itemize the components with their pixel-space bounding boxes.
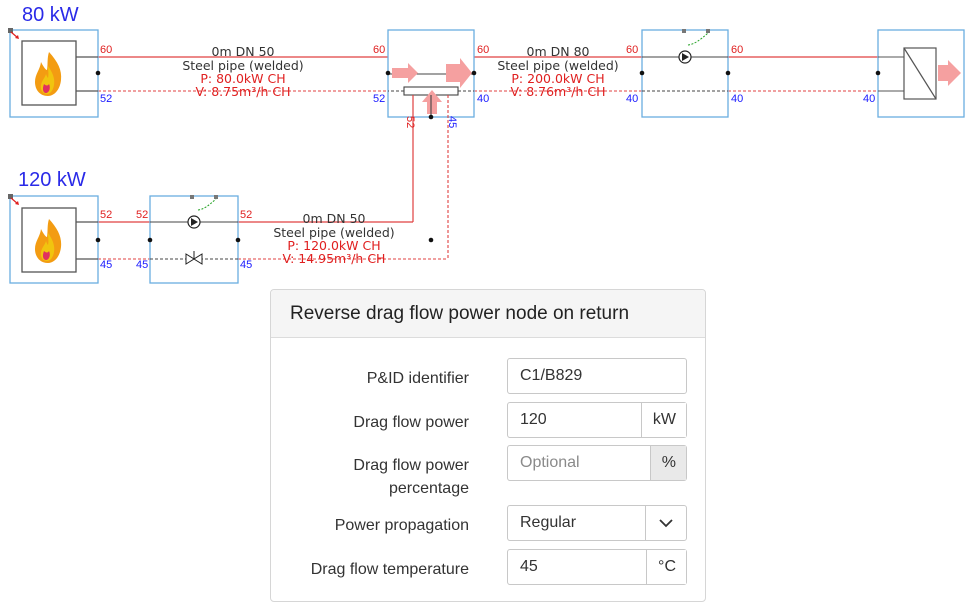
pump-icon [678, 50, 692, 64]
drag-flow-temperature-label: Drag flow temperature [310, 561, 469, 578]
svg-text:40: 40 [477, 93, 489, 105]
pid-identifier-input[interactable]: C1/B829 [507, 358, 687, 394]
flame-icon [35, 219, 62, 263]
pipe1-type: Steel pipe (welded) [182, 58, 303, 73]
consumer-component[interactable] [877, 29, 965, 118]
junction-dots [95, 70, 881, 243]
pipe2-length: 0m DN 80 [527, 44, 590, 59]
svg-text:52: 52 [373, 93, 385, 105]
flow-arrow-icon [392, 63, 418, 83]
svg-text:60: 60 [100, 44, 112, 56]
pipe3-type: Steel pipe (welded) [273, 225, 394, 240]
connector-icon [8, 28, 19, 39]
flow-arrow-icon [938, 60, 961, 86]
drag-flow-power-input[interactable]: 120 kW [507, 402, 687, 438]
percent-unit: % [649, 446, 686, 480]
boiler-1[interactable] [8, 28, 99, 118]
boiler2-power-label[interactable]: 120 kW [18, 169, 86, 191]
power-propagation-label: Power propagation [334, 517, 469, 534]
temperature-unit: °C [646, 550, 686, 584]
svg-text:52: 52 [100, 93, 112, 105]
flow-arrow-icon [446, 58, 472, 88]
drag-flow-percentage-input[interactable]: Optional % [507, 445, 687, 481]
svg-text:60: 60 [731, 44, 743, 56]
valve-icon [185, 251, 203, 265]
svg-text:60: 60 [477, 44, 489, 56]
svg-text:40: 40 [626, 93, 638, 105]
svg-text:40: 40 [863, 93, 875, 105]
svg-text:52: 52 [100, 209, 112, 221]
pipe2-power: P: 200.0kW CH [511, 71, 604, 86]
pipe2-flow: V: 8.76m³/h CH [511, 84, 606, 99]
drag-flow-power-label: Drag flow power [353, 414, 469, 431]
drag-flow-arrow-icon [422, 90, 442, 114]
boiler-2[interactable] [8, 194, 99, 284]
connector-icon [8, 194, 19, 205]
pump-module-2[interactable] [149, 195, 239, 284]
pipe2-type: Steel pipe (welded) [497, 58, 618, 73]
pid-identifier-label: P&ID identifier [366, 370, 469, 387]
riser-pipes[interactable] [412, 95, 449, 259]
pipe3-flow: V: 14.95m³/h CH [283, 251, 386, 266]
svg-text:60: 60 [373, 44, 385, 56]
panel-title: Reverse drag flow power node on return [271, 290, 705, 338]
power-unit: kW [640, 403, 686, 437]
power-propagation-select[interactable]: Regular [507, 505, 687, 541]
pipe3-power: P: 120.0kW CH [287, 238, 380, 253]
pipe1-power: P: 80.0kW CH [200, 71, 285, 86]
svg-text:45: 45 [240, 259, 252, 271]
pipe1-length: 0m DN 50 [212, 44, 275, 59]
pipe3-length: 0m DN 50 [303, 211, 366, 226]
pump-module-1[interactable] [641, 29, 729, 118]
chevron-down-icon[interactable] [645, 506, 686, 540]
properties-panel: Reverse drag flow power node on return P… [270, 289, 706, 602]
svg-text:60: 60 [626, 44, 638, 56]
svg-text:45: 45 [100, 259, 112, 271]
port-labels: 60 52 60 52 60 40 60 40 60 40 40 52 45 5… [100, 44, 875, 271]
svg-text:52: 52 [240, 209, 252, 221]
drag-flow-percentage-label: Drag flow power percentage [353, 457, 469, 497]
svg-text:52: 52 [136, 209, 148, 221]
pipe1-flow: V: 8.75m³/h CH [196, 84, 291, 99]
svg-text:40: 40 [731, 93, 743, 105]
drag-flow-temperature-input[interactable]: 45 °C [507, 549, 687, 585]
svg-text:52: 52 [404, 116, 416, 128]
boiler1-power-label[interactable]: 80 kW [22, 4, 79, 26]
svg-text:45: 45 [446, 116, 458, 128]
pump-icon [187, 215, 201, 229]
flame-icon [35, 52, 62, 96]
svg-text:45: 45 [136, 259, 148, 271]
